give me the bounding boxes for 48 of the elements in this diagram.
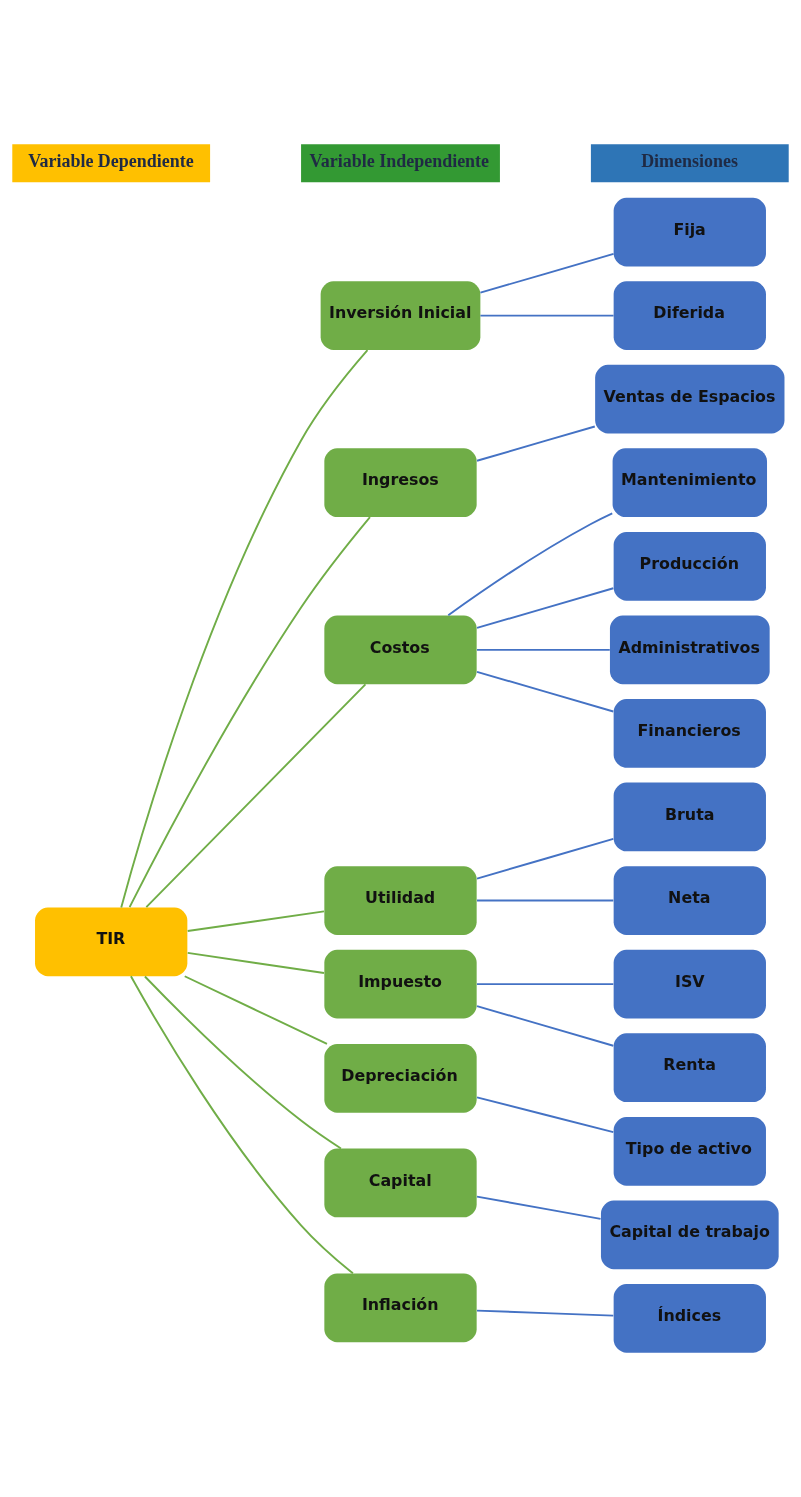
node-box: Producción (613, 531, 766, 601)
connector (447, 512, 614, 617)
node-box: Mantenimiento (612, 448, 768, 518)
node-box: Inflación (324, 1273, 477, 1343)
node-box: ISV (613, 949, 766, 1019)
connector (186, 910, 325, 932)
node-box: Impuesto (324, 949, 477, 1019)
node-box: Diferida (613, 281, 766, 350)
connector (476, 587, 615, 629)
node-box: Índices (613, 1284, 766, 1353)
node-box: TIR (35, 907, 188, 977)
node-box: Utilidad (324, 866, 477, 935)
node-box: Neta (613, 866, 766, 935)
node-box: Ventas de Espacios (595, 364, 785, 434)
node-box: Fija (613, 197, 766, 267)
connector (186, 951, 325, 974)
connector (476, 1309, 615, 1317)
connector (120, 349, 369, 909)
connector (476, 983, 615, 986)
node-box: Bruta (613, 782, 766, 852)
connector (476, 648, 611, 651)
node-box: Variable Dependiente (12, 144, 211, 183)
connector (130, 975, 354, 1275)
node-box: Financieros (613, 699, 766, 768)
node-box: Variable Independiente (301, 144, 500, 183)
node-box: Renta (613, 1033, 766, 1103)
node-box: Costos (324, 615, 477, 685)
node-box: Inversión Inicial (320, 281, 481, 350)
connector (145, 683, 367, 909)
node-box: Capital (324, 1148, 477, 1218)
node-box: Capital de trabajo (600, 1200, 779, 1270)
connector (128, 516, 371, 909)
node-box: Ingresos (324, 448, 477, 518)
node-box: Depreciación (324, 1043, 477, 1113)
connector (143, 975, 342, 1150)
connector (476, 670, 615, 713)
node-box: Tipo de activo (613, 1116, 766, 1186)
connector (476, 425, 596, 462)
connector (476, 1195, 602, 1220)
connector (479, 314, 615, 317)
connector (476, 1096, 615, 1134)
connector (479, 252, 615, 294)
connector (476, 1005, 615, 1047)
node-box: Administrativos (609, 615, 770, 685)
connector (476, 899, 615, 902)
node-box: Dimensiones (590, 144, 789, 183)
connector (183, 975, 328, 1045)
connector (476, 838, 615, 880)
